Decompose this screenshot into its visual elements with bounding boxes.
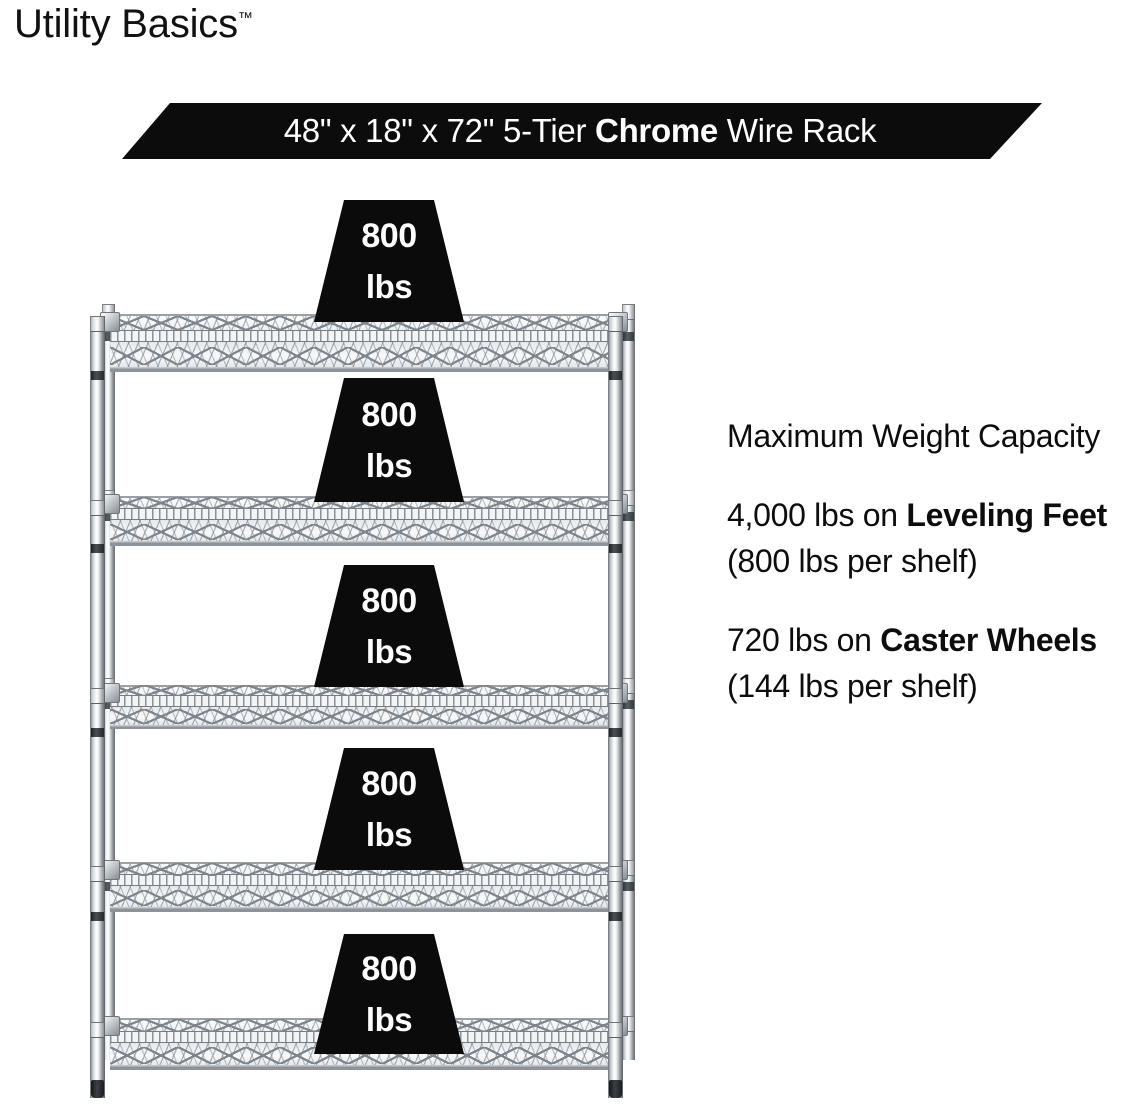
post-collar	[623, 860, 634, 876]
post-band	[103, 332, 114, 341]
brand-name: Utility Basics	[14, 2, 238, 46]
capacity-heading: Maximum Weight Capacity	[727, 418, 1101, 454]
post-band	[609, 912, 622, 921]
post-collar	[623, 1016, 634, 1032]
badge-weight-unit: lbs	[365, 632, 413, 670]
banner-finish: Chrome	[595, 112, 718, 149]
rack-post-front-right	[608, 316, 623, 1098]
caster-wheels-capacity: 720 lbs on Caster Wheels (144 lbs per sh…	[727, 618, 1112, 709]
post-band	[623, 512, 634, 521]
product-title-banner: 48" x 18" x 72" 5-Tier Chrome Wire Rack	[122, 103, 1042, 159]
leveling-foot	[91, 1080, 104, 1098]
badge-weight-value: 800	[361, 581, 417, 620]
rack-shelf-1	[100, 312, 628, 372]
rack-post-front-left	[90, 316, 105, 1098]
leveling-suffix: (800 lbs per shelf)	[727, 542, 978, 579]
caster-prefix: 720 lbs on	[727, 622, 881, 659]
brand-logo: Utility Basics™	[14, 2, 253, 47]
product-title-text: 48" x 18" x 72" 5-Tier Chrome Wire Rack	[284, 112, 877, 150]
post-band	[623, 332, 634, 341]
leveling-label: Leveling Feet	[906, 497, 1107, 534]
shelf-zigzag-truss	[110, 685, 618, 696]
banner-prefix: 48" x 18" x 72" 5-Tier	[283, 112, 596, 149]
shelf-zigzag-truss	[110, 524, 618, 540]
shelf-front-wire	[110, 1065, 618, 1068]
post-collar	[609, 688, 622, 704]
caster-label: Caster Wheels	[880, 622, 1097, 659]
post-band	[103, 512, 114, 521]
weight-badge-shelf-1: 800 lbs	[314, 200, 464, 322]
weight-badge-shelf-5: 800 lbs	[314, 934, 464, 1054]
shelf-wire-rails	[110, 695, 618, 707]
banner-suffix: Wire Rack	[717, 112, 877, 149]
wire-rack-illustration	[88, 300, 648, 1106]
shelf-front-wire	[110, 725, 618, 728]
shelf-front-wire	[110, 541, 618, 544]
post-collar	[91, 500, 104, 516]
post-band	[609, 371, 622, 380]
post-collar	[623, 678, 634, 694]
post-collar	[91, 866, 104, 882]
badge-weight-value: 800	[361, 216, 417, 255]
post-collar	[91, 316, 104, 332]
post-collar	[609, 1022, 622, 1038]
post-band	[91, 728, 104, 737]
post-band	[103, 882, 114, 891]
shelf-zigzag-truss	[110, 709, 618, 724]
shelf-zigzag-truss	[110, 890, 618, 906]
rack-post-rear-right	[622, 304, 635, 1060]
shelf-front-wire	[110, 367, 618, 370]
leveling-foot	[609, 1080, 622, 1098]
post-band	[623, 700, 634, 709]
shelf-zigzag-truss	[110, 1047, 618, 1064]
badge-weight-unit: lbs	[365, 267, 413, 305]
badge-weight-value: 800	[361, 764, 417, 803]
shelf-wire-rails	[110, 508, 618, 520]
badge-weight-unit: lbs	[365, 446, 413, 484]
post-band	[609, 544, 622, 553]
post-collar	[91, 1022, 104, 1038]
post-collar	[609, 866, 622, 882]
post-band	[91, 912, 104, 921]
badge-weight-value: 800	[361, 395, 417, 434]
shelf-wire-rails	[110, 330, 618, 342]
post-collar	[609, 316, 622, 332]
shelf-zigzag-truss	[110, 316, 618, 330]
badge-weight-unit: lbs	[365, 1000, 413, 1038]
leveling-feet-capacity: 4,000 lbs on Leveling Feet (800 lbs per …	[727, 493, 1112, 584]
post-band	[609, 728, 622, 737]
post-collar	[623, 490, 634, 506]
post-collar	[623, 304, 634, 320]
badge-weight-unit: lbs	[365, 815, 413, 853]
capacity-info-block: Maximum Weight Capacity 4,000 lbs on Lev…	[727, 414, 1112, 743]
rack-shelf-3	[100, 683, 628, 729]
trademark-symbol: ™	[237, 9, 253, 27]
shelf-front-wire	[110, 907, 618, 910]
leveling-prefix: 4,000 lbs on	[727, 497, 907, 534]
post-band	[103, 700, 114, 709]
shelf-zigzag-truss	[110, 347, 618, 365]
post-collar	[91, 688, 104, 704]
post-band	[623, 882, 634, 891]
rack-shelf-4	[100, 860, 628, 912]
caster-suffix: (144 lbs per shelf)	[727, 667, 978, 704]
post-collar	[609, 500, 622, 516]
shelf-zigzag-truss	[110, 497, 618, 509]
post-band	[91, 544, 104, 553]
badge-weight-value: 800	[361, 949, 417, 988]
rack-shelf-2	[100, 494, 628, 546]
post-band	[91, 371, 104, 380]
